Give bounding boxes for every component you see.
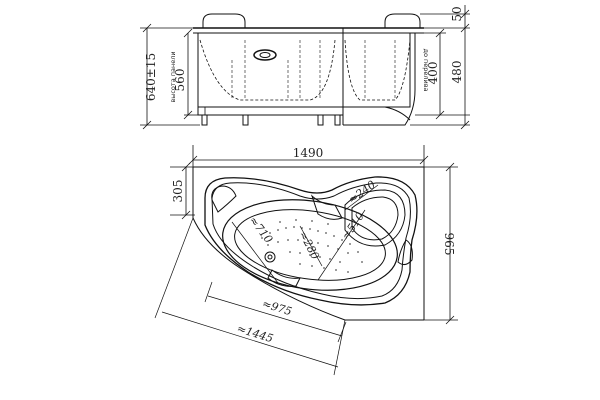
top-dim-width xyxy=(424,162,458,325)
foot-1 xyxy=(201,114,208,126)
overflow-icon xyxy=(264,251,276,263)
main-basin-inner xyxy=(234,209,386,281)
main-basin xyxy=(222,199,398,291)
inner-dims xyxy=(154,184,379,376)
foot-4 xyxy=(334,114,341,126)
dim-length: 1490 xyxy=(293,146,324,160)
dim-line-depth xyxy=(231,221,279,284)
top-view xyxy=(192,166,425,321)
foot-3 xyxy=(317,114,324,126)
front-dims-right xyxy=(410,5,470,130)
dim-outer-length: ≈1445 xyxy=(235,322,274,345)
air-jets xyxy=(261,219,363,273)
dim-line-basin-width xyxy=(317,209,366,281)
dim-bottom: ≈280 xyxy=(296,229,322,262)
right-lobe xyxy=(397,239,413,266)
inner-tub-contour xyxy=(199,39,336,101)
dim-line-outer-length xyxy=(161,311,339,368)
label-overflow: до перелива xyxy=(422,48,430,91)
front-base xyxy=(197,106,344,116)
dim-recess: 305 xyxy=(171,180,185,203)
headrest-recess xyxy=(267,269,301,287)
dim-inner-length: ≈975 xyxy=(261,297,294,318)
label-panel-height: высота панели xyxy=(169,51,177,102)
dim-width: 965 xyxy=(442,233,456,256)
dim-panel-height: 560 xyxy=(173,69,187,92)
dim-rim-height: 480 xyxy=(450,61,464,84)
inner-tub-contour-2 xyxy=(344,39,411,101)
bowl-outer xyxy=(204,176,418,306)
control-panel-inner xyxy=(259,52,271,58)
dim-line-seat xyxy=(344,184,379,211)
seat-inner xyxy=(351,196,399,241)
front-view xyxy=(193,13,424,126)
left-lobe xyxy=(211,185,237,213)
control-panel-icon xyxy=(253,49,277,61)
dim-depth: ≈710 xyxy=(246,214,275,246)
dim-headrest: 50 xyxy=(450,6,464,21)
step xyxy=(310,194,343,220)
top-dim-length xyxy=(188,145,429,172)
dim-line-bottom xyxy=(299,225,323,267)
dim-overflow-height: 400 xyxy=(426,62,440,85)
top-dim-recess xyxy=(170,162,195,220)
front-dims-left xyxy=(140,23,200,130)
outer-rim xyxy=(192,167,424,321)
foot-2 xyxy=(242,114,249,126)
front-side-curve xyxy=(343,32,416,126)
dim-total-height: 640±15 xyxy=(144,53,158,101)
front-skirt xyxy=(343,106,411,121)
left-headrest xyxy=(202,13,246,29)
dim-line-inner-length xyxy=(207,295,343,337)
front-panel xyxy=(197,32,344,108)
seat xyxy=(344,189,406,247)
front-panel-right xyxy=(342,32,411,108)
right-headrest xyxy=(384,13,421,29)
